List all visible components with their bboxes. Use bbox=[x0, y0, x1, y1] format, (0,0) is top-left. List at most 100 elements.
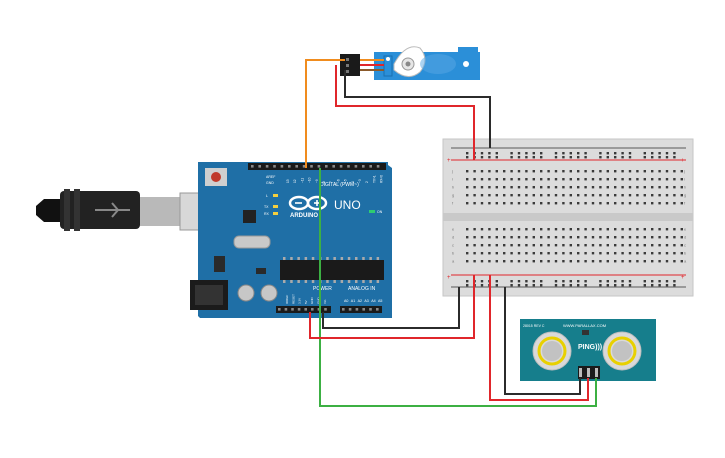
breadboard-hole[interactable] bbox=[525, 194, 528, 197]
wire-arduino-5v[interactable] bbox=[309, 275, 475, 339]
header-pin-hole[interactable] bbox=[284, 308, 288, 311]
breadboard-hole[interactable] bbox=[525, 152, 528, 155]
breadboard-hole[interactable] bbox=[628, 186, 632, 189]
breadboard-hole[interactable] bbox=[606, 194, 609, 197]
breadboard-hole[interactable] bbox=[554, 252, 558, 255]
breadboard-hole[interactable] bbox=[540, 236, 543, 239]
breadboard-hole[interactable] bbox=[643, 170, 646, 173]
breadboard-hole[interactable] bbox=[510, 252, 513, 255]
breadboard-hole[interactable] bbox=[651, 186, 654, 189]
breadboard-hole[interactable] bbox=[525, 156, 528, 159]
breadboard-hole[interactable] bbox=[621, 178, 624, 181]
breadboard-hole[interactable] bbox=[466, 236, 469, 239]
breadboard-hole[interactable] bbox=[636, 260, 639, 263]
breadboard-hole[interactable] bbox=[532, 284, 535, 287]
breadboard-hole[interactable] bbox=[525, 284, 528, 287]
breadboard-hole[interactable] bbox=[525, 228, 528, 231]
breadboard-hole[interactable] bbox=[680, 260, 683, 263]
breadboard-hole[interactable] bbox=[510, 202, 513, 205]
breadboard-hole[interactable] bbox=[466, 280, 469, 283]
breadboard-hole[interactable] bbox=[503, 252, 506, 255]
header-pin-hole[interactable] bbox=[288, 165, 291, 168]
breadboard-hole[interactable] bbox=[503, 244, 506, 247]
breadboard-hole[interactable] bbox=[673, 244, 676, 247]
breadboard-hole[interactable] bbox=[577, 178, 580, 181]
breadboard-hole[interactable] bbox=[658, 170, 661, 173]
breadboard-hole[interactable] bbox=[532, 178, 535, 181]
breadboard-hole[interactable] bbox=[599, 228, 602, 231]
breadboard-hole[interactable] bbox=[599, 194, 602, 197]
header-pin-hole[interactable] bbox=[280, 165, 284, 168]
breadboard-hole[interactable] bbox=[569, 170, 572, 173]
breadboard-hole[interactable] bbox=[510, 236, 513, 239]
breadboard-hole[interactable] bbox=[628, 152, 632, 155]
breadboard-hole[interactable] bbox=[673, 228, 676, 231]
breadboard-hole[interactable] bbox=[525, 186, 528, 189]
breadboard-hole[interactable] bbox=[510, 178, 513, 181]
breadboard-hole[interactable] bbox=[621, 244, 624, 247]
breadboard-hole[interactable] bbox=[532, 244, 535, 247]
breadboard-hole[interactable] bbox=[628, 202, 632, 205]
breadboard-hole[interactable] bbox=[599, 244, 602, 247]
breadboard-hole[interactable] bbox=[643, 202, 646, 205]
breadboard-hole[interactable] bbox=[562, 280, 565, 283]
breadboard-hole[interactable] bbox=[554, 156, 558, 159]
breadboard-hole[interactable] bbox=[495, 194, 498, 197]
header-pin-hole[interactable] bbox=[369, 165, 372, 168]
header-pin-hole[interactable] bbox=[362, 165, 365, 168]
breadboard-hole[interactable] bbox=[665, 194, 669, 197]
breadboard-hole[interactable] bbox=[651, 252, 654, 255]
breadboard-hole[interactable] bbox=[510, 186, 513, 189]
breadboard-hole[interactable] bbox=[554, 194, 558, 197]
breadboard-hole[interactable] bbox=[466, 170, 469, 173]
wire-sensor-5v[interactable] bbox=[489, 275, 589, 401]
breadboard-hole[interactable] bbox=[636, 194, 639, 197]
breadboard-hole[interactable] bbox=[673, 186, 676, 189]
breadboard-hole[interactable] bbox=[517, 284, 521, 287]
breadboard-hole[interactable] bbox=[606, 202, 609, 205]
breadboard-hole[interactable] bbox=[591, 260, 595, 263]
breadboard-hole[interactable] bbox=[591, 252, 595, 255]
breadboard-hole[interactable] bbox=[584, 236, 587, 239]
breadboard-hole[interactable] bbox=[599, 156, 602, 159]
breadboard-hole[interactable] bbox=[480, 156, 484, 159]
breadboard-hole[interactable] bbox=[525, 260, 528, 263]
breadboard-hole[interactable] bbox=[488, 170, 491, 173]
breadboard-hole[interactable] bbox=[495, 284, 498, 287]
breadboard-hole[interactable] bbox=[532, 170, 535, 173]
breadboard-hole[interactable] bbox=[532, 236, 535, 239]
breadboard-hole[interactable] bbox=[651, 194, 654, 197]
breadboard-hole[interactable] bbox=[606, 178, 609, 181]
breadboard-hole[interactable] bbox=[665, 284, 669, 287]
breadboard-hole[interactable] bbox=[503, 236, 506, 239]
breadboard-hole[interactable] bbox=[495, 280, 498, 283]
breadboard-hole[interactable] bbox=[584, 280, 587, 283]
breadboard-hole[interactable] bbox=[495, 252, 498, 255]
breadboard-hole[interactable] bbox=[636, 228, 639, 231]
breadboard-hole[interactable] bbox=[577, 186, 580, 189]
breadboard-hole[interactable] bbox=[525, 170, 528, 173]
breadboard-hole[interactable] bbox=[665, 236, 669, 239]
breadboard-hole[interactable] bbox=[532, 152, 535, 155]
breadboard-hole[interactable] bbox=[584, 260, 587, 263]
breadboard-hole[interactable] bbox=[540, 252, 543, 255]
breadboard-hole[interactable] bbox=[665, 202, 669, 205]
wire-servo-signal[interactable] bbox=[305, 59, 345, 168]
breadboard-hole[interactable] bbox=[643, 284, 646, 287]
breadboard-hole[interactable] bbox=[525, 244, 528, 247]
breadboard-hole[interactable] bbox=[562, 170, 565, 173]
breadboard-hole[interactable] bbox=[621, 284, 624, 287]
breadboard-hole[interactable] bbox=[577, 194, 580, 197]
breadboard-hole[interactable] bbox=[569, 178, 572, 181]
breadboard-hole[interactable] bbox=[488, 156, 491, 159]
breadboard-hole[interactable] bbox=[606, 228, 609, 231]
breadboard-hole[interactable] bbox=[636, 178, 639, 181]
header-pin-hole[interactable] bbox=[297, 308, 301, 311]
header-pin-hole[interactable] bbox=[317, 165, 321, 168]
breadboard-hole[interactable] bbox=[547, 202, 550, 205]
breadboard-hole[interactable] bbox=[665, 228, 669, 231]
breadboard-hole[interactable] bbox=[480, 178, 484, 181]
breadboard-hole[interactable] bbox=[643, 228, 646, 231]
breadboard-hole[interactable] bbox=[628, 178, 632, 181]
breadboard-hole[interactable] bbox=[599, 260, 602, 263]
